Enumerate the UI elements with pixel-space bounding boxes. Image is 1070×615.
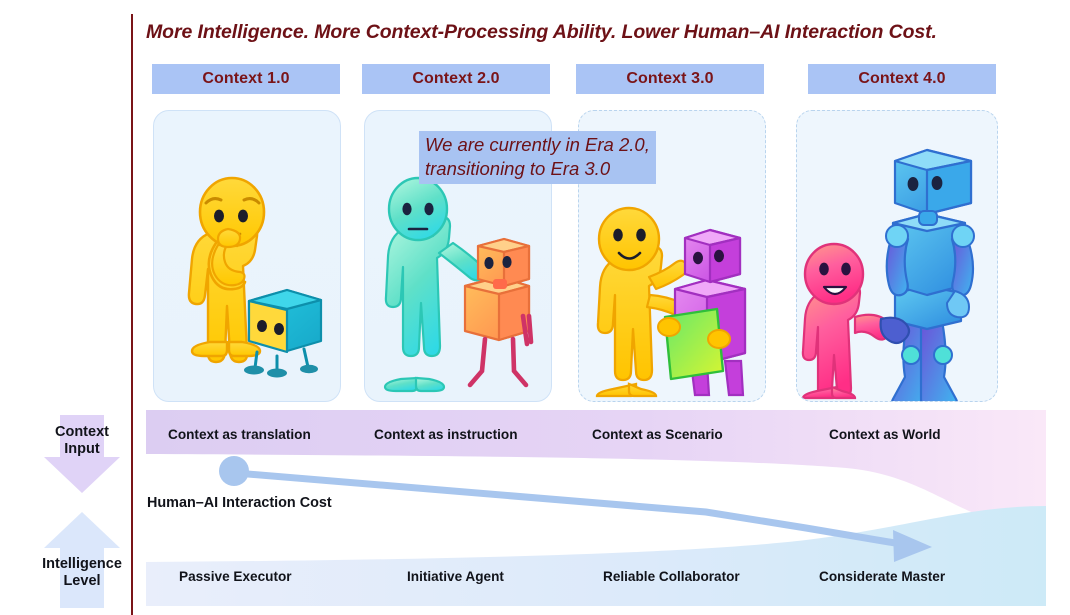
- ai-role-2: Initiative Agent: [407, 569, 504, 584]
- era-header-4[interactable]: Context 4.0: [808, 64, 996, 94]
- context-input-band: [146, 410, 1046, 529]
- page-title: More Intelligence. More Context-Processi…: [146, 21, 937, 43]
- scene-illustration-3: [595, 206, 747, 398]
- intelligence-level-label: Intelligence Level: [42, 556, 122, 590]
- era-panel-1[interactable]: [153, 110, 341, 402]
- cost-curve-arrowhead: [893, 530, 932, 562]
- context-role-1: Context as translation: [168, 427, 311, 442]
- context-input-arrow-icon: [44, 415, 120, 493]
- era-header-3[interactable]: Context 3.0: [576, 64, 764, 94]
- cost-curve-line: [232, 469, 905, 548]
- context-role-2: Context as instruction: [374, 427, 518, 442]
- ai-role-3: Reliable Collaborator: [603, 569, 740, 584]
- cost-curve-label: Human–AI Interaction Cost: [147, 495, 332, 511]
- scene-illustration-1: [187, 176, 323, 378]
- context-input-label: Context Input: [55, 424, 109, 458]
- bands-chart: [146, 410, 1046, 606]
- era-panel-4[interactable]: [796, 110, 998, 402]
- scene-illustration-2: [383, 176, 534, 393]
- ai-role-1: Passive Executor: [179, 569, 292, 584]
- cost-curve-start-dot: [219, 456, 249, 486]
- context-role-3: Context as Scenario: [592, 427, 723, 442]
- era-panel-3[interactable]: [578, 110, 766, 402]
- ai-role-4: Considerate Master: [819, 569, 946, 584]
- intelligence-level-arrow-icon: [44, 512, 120, 608]
- intelligence-level-band: [146, 506, 1046, 606]
- era-header-1[interactable]: Context 1.0: [152, 64, 340, 94]
- context-role-4: Context as World: [829, 427, 941, 442]
- left-vertical-rule: [131, 14, 133, 615]
- era-header-2[interactable]: Context 2.0: [362, 64, 550, 94]
- scene-illustration-4: [801, 148, 975, 401]
- era-status-annotation: We are currently in Era 2.0, transitioni…: [419, 131, 656, 185]
